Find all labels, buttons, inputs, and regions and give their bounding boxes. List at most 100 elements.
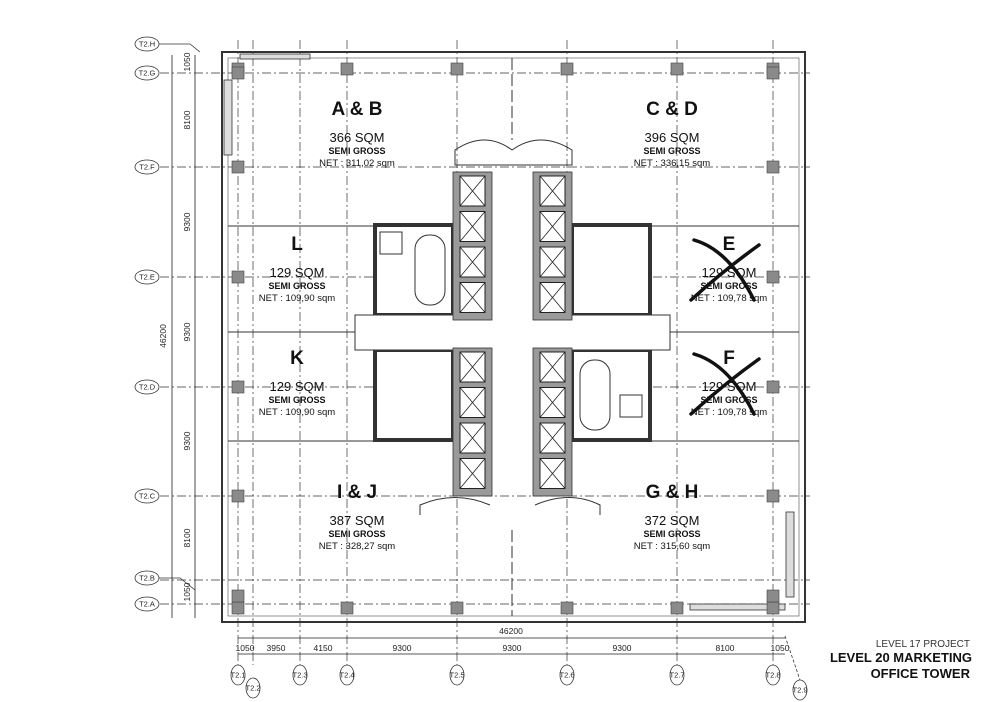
unit-net-area: NET : 336,15 sqm bbox=[634, 158, 710, 169]
col-total-dimension: 46200 bbox=[499, 626, 523, 636]
grid-bubble-t2-d: T2.D bbox=[134, 379, 160, 395]
column bbox=[231, 380, 245, 394]
grid-bubble-t2-a: T2.A bbox=[134, 596, 160, 612]
grid-bubble-t2-4: T2.4 bbox=[339, 664, 355, 686]
grid-label: T2.B bbox=[139, 574, 155, 583]
unit-name: K bbox=[290, 348, 304, 369]
column bbox=[450, 601, 464, 615]
column bbox=[231, 589, 245, 603]
unit-area: 129 SQM bbox=[702, 265, 757, 280]
column bbox=[340, 62, 354, 76]
col-dimension: 1050 bbox=[236, 643, 255, 653]
unit-name: I & J bbox=[337, 482, 377, 503]
dimension-lines: 46200 46200 1050 8100 9300 9300 9300 8100 1050… bbox=[158, 52, 790, 655]
grid-bubble-t2-5: T2.5 bbox=[449, 664, 465, 686]
unit-area-type: SEMI GROSS bbox=[268, 281, 325, 291]
col-dimension: 8100 bbox=[716, 643, 735, 653]
unit-name: F bbox=[723, 348, 735, 369]
grid-bubble-t2-c: T2.C bbox=[134, 488, 160, 504]
unit-area-type: SEMI GROSS bbox=[328, 529, 385, 539]
grid-bubble-t2-1: T2.1 bbox=[230, 664, 246, 686]
column bbox=[231, 66, 245, 80]
row-dimension: 9300 bbox=[182, 431, 192, 450]
row-dimension: 8100 bbox=[182, 110, 192, 129]
grid-label: T2.8 bbox=[765, 671, 780, 680]
title-block: LEVEL 17 PROJECT LEVEL 20 MARKETING OFFI… bbox=[830, 639, 972, 681]
unit-area-type: SEMI GROSS bbox=[268, 395, 325, 405]
column bbox=[231, 601, 245, 615]
column bbox=[766, 160, 780, 174]
cross-out-mark bbox=[689, 352, 761, 416]
row-dimension: 9300 bbox=[182, 212, 192, 231]
building-outline bbox=[221, 51, 806, 623]
unit-net-area: NET : 315,60 sqm bbox=[634, 541, 710, 552]
grid-label: T2.4 bbox=[339, 671, 354, 680]
unit-name: C & D bbox=[646, 99, 698, 120]
col-dimension: 4150 bbox=[314, 643, 333, 653]
grid-bubble-t2-7: T2.7 bbox=[669, 664, 685, 686]
unit-name: A & B bbox=[331, 99, 382, 120]
row-total-dimension: 46200 bbox=[158, 324, 168, 348]
project-label: LEVEL 17 PROJECT bbox=[876, 639, 970, 650]
grid-label: T2.2 bbox=[245, 684, 260, 693]
column bbox=[766, 270, 780, 284]
lift-bank bbox=[532, 171, 573, 321]
unit-area-type: SEMI GROSS bbox=[643, 146, 700, 156]
lift-bank bbox=[452, 347, 493, 497]
column bbox=[450, 62, 464, 76]
unit-area-type: SEMI GROSS bbox=[700, 281, 757, 291]
column bbox=[766, 601, 780, 615]
lift-bank bbox=[452, 171, 493, 321]
grid-bubble-t2-6: T2.6 bbox=[559, 664, 575, 686]
grid-label: T2.5 bbox=[449, 671, 464, 680]
building-core bbox=[354, 171, 671, 497]
grid-bubble-t2-b: T2.B bbox=[134, 570, 160, 586]
grid-bubble-t2-8: T2.8 bbox=[765, 664, 781, 686]
col-dimension: 3950 bbox=[267, 643, 286, 653]
unit-net-area: NET : 109,78 sqm bbox=[691, 407, 767, 418]
grid-label: T2.7 bbox=[669, 671, 684, 680]
grid-label: T2.1 bbox=[230, 671, 245, 680]
grid-bubble-t2-e: T2.E bbox=[134, 269, 160, 285]
cross-out-mark bbox=[689, 238, 761, 302]
unit-area: 129 SQM bbox=[702, 379, 757, 394]
unit-area-type: SEMI GROSS bbox=[328, 146, 385, 156]
column bbox=[231, 160, 245, 174]
column bbox=[766, 380, 780, 394]
unit-net-area: NET : 109,90 sqm bbox=[259, 293, 335, 304]
unit-area: 372 SQM bbox=[645, 513, 700, 528]
unit-area: 387 SQM bbox=[330, 513, 385, 528]
row-dimension: 1050 bbox=[182, 582, 192, 601]
grid-label: T2.9 bbox=[792, 686, 807, 695]
unit-area: 366 SQM bbox=[330, 130, 385, 145]
structural-columns bbox=[231, 62, 780, 615]
unit-area-type: SEMI GROSS bbox=[643, 529, 700, 539]
row-dimension: 8100 bbox=[182, 528, 192, 547]
row-dimension: 9300 bbox=[182, 322, 192, 341]
unit-net-area: NET : 109,90 sqm bbox=[259, 407, 335, 418]
col-dimension: 9300 bbox=[613, 643, 632, 653]
unit-area-type: SEMI GROSS bbox=[700, 395, 757, 405]
column bbox=[560, 601, 574, 615]
column bbox=[340, 601, 354, 615]
grid-label: T2.A bbox=[139, 600, 155, 609]
grid-label: T2.3 bbox=[292, 671, 307, 680]
grid-bubble-t2-9: T2.9 bbox=[792, 679, 808, 701]
grid-bubble-t2-3: T2.3 bbox=[292, 664, 308, 686]
column bbox=[670, 601, 684, 615]
col-dimension: 1050 bbox=[771, 643, 790, 653]
grid-bubble-t2-2: T2.2 bbox=[245, 677, 261, 699]
grid-label: T2.6 bbox=[559, 671, 574, 680]
title-line-1: LEVEL 20 MARKETING bbox=[830, 650, 972, 665]
column bbox=[231, 270, 245, 284]
grid-label: T2.C bbox=[139, 492, 156, 501]
title-line-2: OFFICE TOWER bbox=[871, 666, 971, 681]
unit-name: L bbox=[291, 234, 303, 255]
column bbox=[560, 62, 574, 76]
